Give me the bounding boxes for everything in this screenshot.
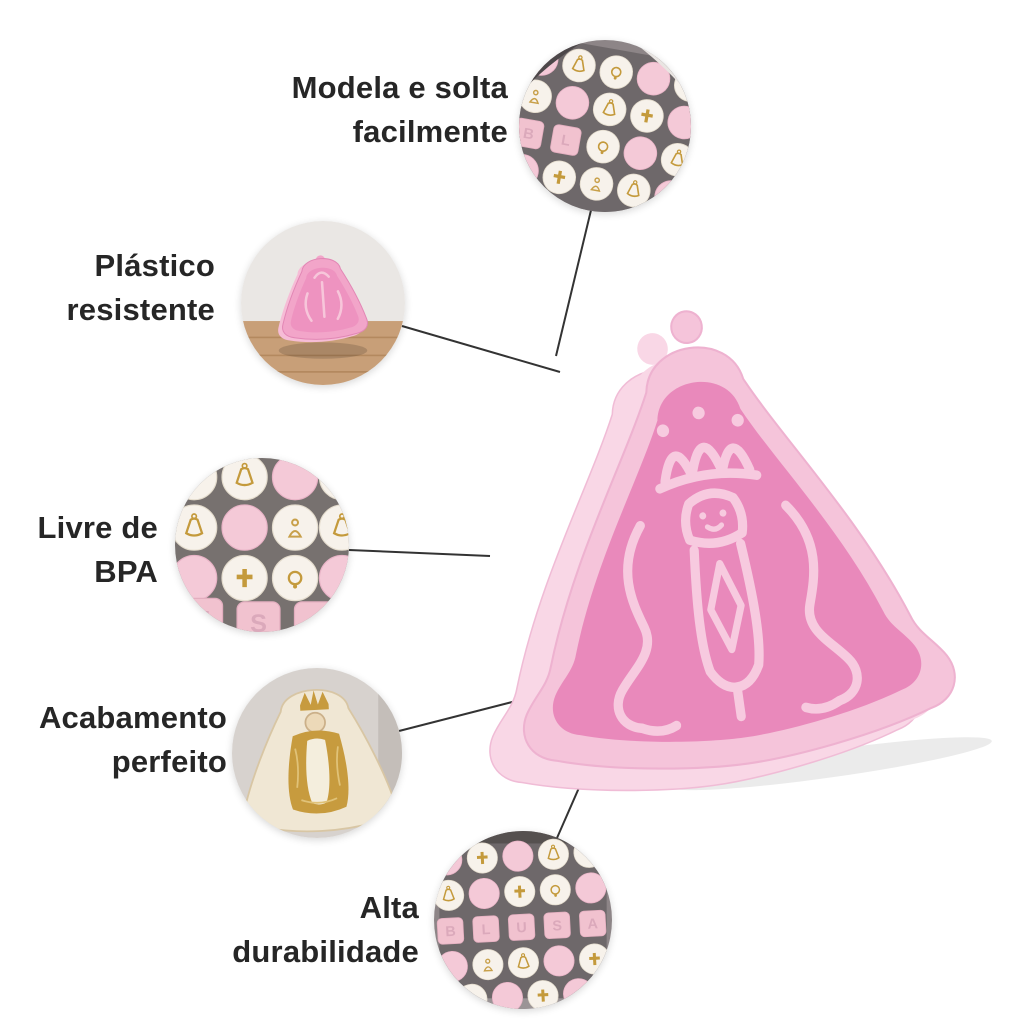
feature-label-line: perfeito [111, 744, 227, 780]
feature-label-line: Modela e solta [291, 70, 508, 105]
cookie-crown [300, 690, 329, 711]
mini-stamp [278, 255, 369, 343]
decorated-cookie-photo [232, 668, 402, 838]
letter-tile: S [236, 601, 281, 632]
photo-cookie-box-full: B L U S A [434, 831, 612, 1009]
svg-text:B: B [445, 924, 456, 941]
svg-text:L: L [560, 133, 572, 150]
stamp-on-table-photo [241, 221, 405, 385]
photo-decorated-cookie [232, 668, 402, 838]
feature-label-bpa: Livre de BPA [0, 506, 158, 594]
svg-text:B: B [522, 126, 535, 144]
stamp-design-our-lady [613, 442, 862, 736]
cookie-box-closeup-photo: U S [175, 458, 349, 632]
product-stamp [420, 260, 1005, 829]
feature-label-line: Livre de [37, 510, 158, 545]
photo-stamp-on-table [241, 221, 405, 385]
feature-label-line: durabilidade [232, 934, 419, 970]
letter-tile: U [179, 597, 224, 632]
feature-label-line: Acabamento [38, 700, 227, 735]
decorated-cookie [244, 689, 396, 833]
svg-text:S: S [552, 918, 563, 935]
feature-label-line: Plástico [94, 248, 215, 283]
stamp-design-dots [656, 406, 744, 520]
letter-tile: A [578, 909, 607, 938]
svg-text:S: S [250, 610, 267, 632]
svg-text:A: A [587, 916, 598, 933]
letter-tile: L [549, 123, 583, 157]
letter-tile: B [519, 116, 546, 150]
cookie-box-photo: B L [519, 40, 691, 212]
letter-tile: B [436, 917, 465, 945]
feature-label-durabilidade: Alta durabilidade [90, 886, 419, 974]
feature-label-line: BPA [94, 554, 158, 590]
feature-label-line: facilmente [352, 114, 508, 150]
feature-label-line: resistente [66, 292, 215, 328]
letter-tile: U [507, 913, 536, 942]
feature-label-modela: Modela e solta facilmente [168, 66, 508, 154]
cookie-mantle-center [306, 738, 330, 805]
photo-cookie-box-closeup: U S [175, 458, 349, 632]
feature-label-acabamento: Acabamento perfeito [0, 696, 227, 784]
cookie-face [304, 711, 326, 734]
letter-tile: L [472, 915, 500, 943]
cookie-box-photo: B L U S A [434, 831, 612, 1009]
svg-text:U: U [516, 920, 527, 937]
svg-text:U: U [192, 607, 210, 632]
svg-text:L: L [481, 922, 491, 938]
stamp-illustration [489, 310, 992, 792]
stamp-handle-nub [670, 310, 703, 345]
cookies-grid: B L U S A [434, 836, 611, 1009]
photo-cookie-box-top: B L [519, 40, 691, 212]
feature-label-plastico: Plástico resistente [0, 244, 215, 332]
letter-tile: S [543, 911, 572, 940]
feature-label-line: Alta [359, 890, 419, 925]
